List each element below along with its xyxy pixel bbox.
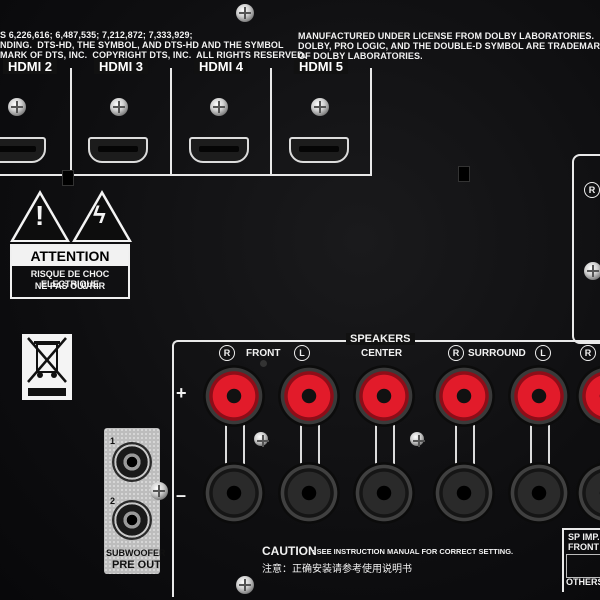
center-plus-terminal[interactable] bbox=[353, 365, 415, 427]
surround-r-minus-terminal[interactable] bbox=[433, 462, 495, 524]
speakers-plus-sign: + bbox=[176, 383, 187, 403]
surround-l-link-2 bbox=[548, 415, 550, 465]
hdmi-2-label: HDMI 2 bbox=[2, 59, 58, 74]
caution-label: CAUTION bbox=[262, 544, 317, 558]
surround-l-mark: L bbox=[535, 345, 551, 361]
attention-title: ATTENTION bbox=[12, 246, 128, 266]
surround-r-link bbox=[455, 415, 457, 465]
dolby-license-line-1: MANUFACTURED UNDER LICENSE FROM DOLBY LA… bbox=[298, 31, 595, 41]
subwoofer-jack-2-number: 2 bbox=[110, 496, 116, 506]
hdmi-4-group: HDMI 4 bbox=[172, 59, 272, 176]
bottom-screw bbox=[236, 576, 254, 594]
front-r-mark: R bbox=[219, 345, 235, 361]
dolby-license-line-2: DOLBY, PRO LOGIC, AND THE DOUBLE-D SYMBO… bbox=[298, 41, 600, 51]
front-r-minus-terminal[interactable] bbox=[203, 462, 265, 524]
center-link bbox=[375, 415, 377, 465]
lightning-warning-icon: ϟ bbox=[72, 190, 132, 242]
sp-imp-box bbox=[562, 528, 600, 592]
top-screw bbox=[236, 4, 254, 22]
terminal-screw-left bbox=[254, 432, 269, 447]
surround-r-plus-terminal[interactable] bbox=[433, 365, 495, 427]
hdmi-2-port[interactable] bbox=[0, 137, 46, 163]
terminal-screw-right bbox=[410, 432, 425, 447]
sp-imp-switch[interactable] bbox=[566, 554, 600, 578]
hdmi-4-port[interactable] bbox=[189, 137, 249, 163]
attention-line-1: RISQUE DE CHOC ELECTRIQUE bbox=[30, 269, 110, 289]
pre-out-label: PRE OUT bbox=[112, 559, 161, 571]
attention-line-2: NE PAS OUVRIR bbox=[34, 281, 106, 291]
hdmi-3-port[interactable] bbox=[88, 137, 148, 163]
hdmi-5-label: HDMI 5 bbox=[293, 59, 349, 74]
subwoofer-label: SUBWOOFER bbox=[106, 548, 166, 558]
attention-warning-box: ATTENTION RISQUE DE CHOC ELECTRIQUE NE P… bbox=[10, 244, 130, 299]
surround-l-minus-terminal[interactable] bbox=[508, 462, 570, 524]
dts-license-line-3: MARK OF DTS, INC. COPYRIGHT DTS, INC. AL… bbox=[0, 50, 307, 60]
hdmi-3-screw bbox=[110, 98, 128, 116]
sp-imp-front-label: FRONT bbox=[568, 542, 599, 552]
speakers-title: SPEAKERS bbox=[346, 333, 415, 345]
indicator-dot bbox=[260, 360, 267, 367]
front-l-mark: L bbox=[294, 345, 310, 361]
subwoofer-screw bbox=[150, 482, 168, 500]
hdmi-4-label: HDMI 4 bbox=[193, 59, 249, 74]
subwoofer-jack-1-number: 1 bbox=[110, 436, 116, 446]
subwoofer-jack-1[interactable] bbox=[112, 442, 152, 482]
center-link-2 bbox=[393, 415, 395, 465]
dts-license-line-1: S 6,226,616; 6,487,535; 7,212,872; 7,333… bbox=[0, 30, 193, 40]
panel-tab-right bbox=[458, 166, 470, 182]
dolby-license-line-3: OF DOLBY LABORATORIES. bbox=[298, 51, 423, 61]
surround-label: SURROUND bbox=[468, 348, 526, 359]
front-r-plus-terminal[interactable] bbox=[203, 365, 265, 427]
panel-tab-left bbox=[62, 170, 74, 186]
right-screw bbox=[584, 262, 600, 280]
front-label: FRONT bbox=[246, 348, 281, 359]
hdmi-5-screw bbox=[311, 98, 329, 116]
caution-text: : SEE INSTRUCTION MANUAL FOR CORRECT SET… bbox=[312, 547, 514, 556]
subwoofer-pre-out-plate: 1 2 SUBWOOFER PRE OUT bbox=[104, 428, 166, 574]
surround-r-link-2 bbox=[473, 415, 475, 465]
hdmi-5-port[interactable] bbox=[289, 137, 349, 163]
right-section-outline bbox=[572, 154, 600, 344]
hdmi-5-group: HDMI 5 bbox=[272, 59, 372, 176]
surround-l-link bbox=[530, 415, 532, 465]
right-r-mark-bottom: R bbox=[580, 345, 596, 361]
surround-l-plus-terminal[interactable] bbox=[508, 365, 570, 427]
weee-bin-icon bbox=[22, 334, 72, 400]
hdmi-3-label: HDMI 3 bbox=[93, 59, 149, 74]
caution-chinese: 注意：正确安装请参考使用说明书 bbox=[262, 564, 412, 575]
front-l-link-2 bbox=[318, 415, 320, 465]
hdmi-2-screw bbox=[8, 98, 26, 116]
hdmi-2-group: HDMI 2 bbox=[0, 59, 72, 176]
front-l-minus-terminal[interactable] bbox=[278, 462, 340, 524]
sp-imp-others-label: OTHERS bbox=[566, 577, 600, 587]
right-r-mark-top: R bbox=[584, 182, 600, 198]
center-label: CENTER bbox=[361, 348, 403, 359]
hdmi-3-group: HDMI 3 bbox=[72, 59, 172, 176]
subwoofer-jack-2[interactable] bbox=[112, 500, 152, 540]
exclamation-warning-icon: ! bbox=[10, 190, 70, 242]
surround-r-mark: R bbox=[448, 345, 464, 361]
front-r-link bbox=[225, 415, 227, 465]
speakers-minus-sign: – bbox=[176, 485, 187, 505]
front-r-link-2 bbox=[243, 415, 245, 465]
dts-license-line-2: NDING. DTS-HD, THE SYMBOL, AND DTS-HD AN… bbox=[0, 40, 284, 50]
front-l-plus-terminal[interactable] bbox=[278, 365, 340, 427]
center-minus-terminal[interactable] bbox=[353, 462, 415, 524]
front-l-link bbox=[300, 415, 302, 465]
hdmi-4-screw bbox=[210, 98, 228, 116]
sp-imp-label: SP IMP. bbox=[568, 532, 600, 542]
